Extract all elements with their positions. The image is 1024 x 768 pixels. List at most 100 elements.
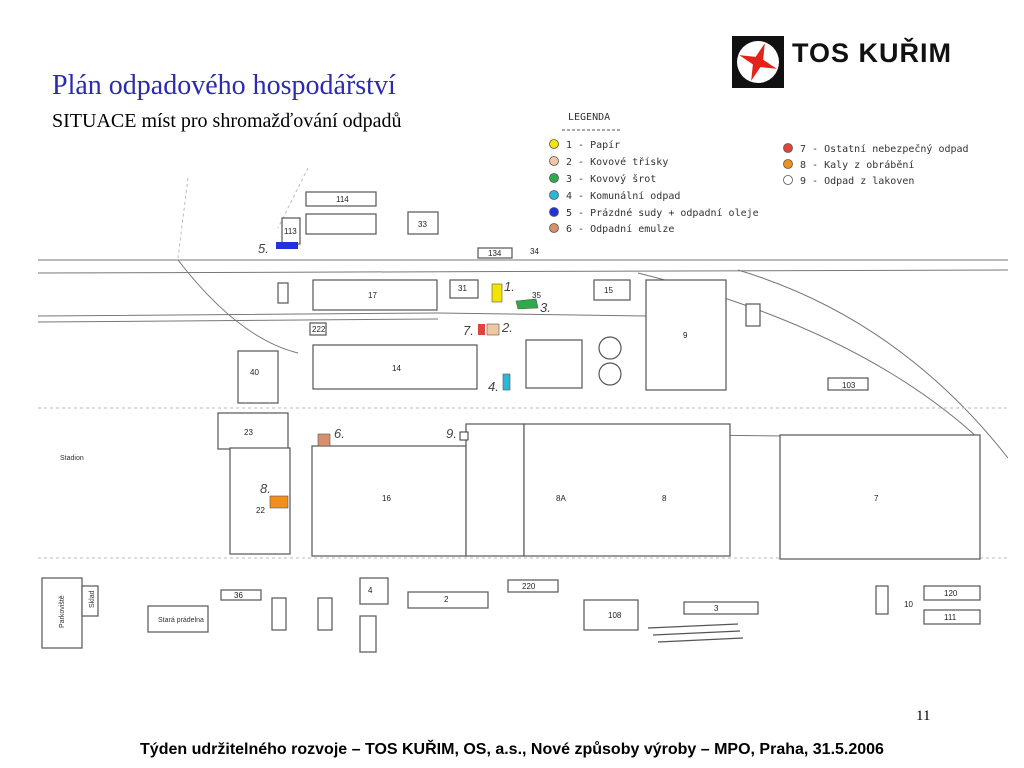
logo-text: TOS KUŘIM	[792, 38, 953, 68]
num-15: 15	[604, 286, 613, 295]
legend-swatch-7	[783, 143, 793, 153]
num-16: 16	[382, 494, 391, 503]
marker-7-label: 7.	[463, 323, 474, 338]
building-8	[523, 423, 731, 557]
legend-swatch-2	[549, 156, 559, 166]
num-5: 3	[714, 604, 719, 613]
building-108	[507, 579, 559, 593]
num-222: 222	[312, 325, 326, 334]
legend-item-8: 8 - Kaly z obrábění	[800, 159, 914, 171]
legend-swatch-6	[549, 223, 559, 233]
num-33: 33	[418, 220, 427, 229]
building-tower	[277, 282, 289, 304]
building-14	[312, 344, 478, 390]
company-logo: TOS KUŘIM	[732, 36, 990, 88]
num-35: 35	[532, 291, 541, 300]
num-8: 8	[662, 494, 667, 503]
building-15	[593, 279, 631, 301]
num-36: 4	[368, 586, 373, 595]
num-120: 10	[904, 600, 913, 609]
num-22: 22	[256, 506, 265, 515]
num-111: 120	[944, 589, 958, 598]
legend-item-4: 4 - Komunální odpad	[566, 190, 680, 202]
legend-item-1: 1 - Papír	[566, 139, 620, 151]
building-3	[407, 591, 489, 609]
building-134	[477, 247, 513, 259]
waste-markers: 5. 1. 3. 7. 2. 4. 6. 9. 8.	[258, 241, 551, 509]
slide-subtitle: SITUACE míst pro shromažďování odpadů	[52, 110, 402, 132]
building-118	[923, 609, 981, 625]
building-small-b	[317, 597, 333, 631]
legend-item-6: 6 - Odpadní emulze	[566, 223, 674, 235]
num-31: 31	[458, 284, 467, 293]
parking-lines	[647, 623, 744, 643]
logo-star-icon	[737, 41, 779, 83]
marker-3-scrap	[515, 298, 539, 310]
sklad-label: Sklad	[89, 590, 96, 608]
num-108: 220	[522, 582, 536, 591]
building-5	[683, 601, 759, 615]
building-114	[305, 191, 377, 207]
logo-mark	[732, 36, 784, 88]
building-220	[220, 589, 262, 601]
legend-item-2: 2 - Kovové třísky	[566, 156, 668, 168]
legend-item-5: 5 - Prázdné sudy + odpadní oleje	[566, 207, 759, 219]
building-36	[359, 577, 389, 605]
building-17	[312, 279, 438, 311]
building-10	[583, 599, 639, 631]
legend-item-3: 3 - Kovový šrot	[566, 173, 656, 185]
building-31	[449, 279, 479, 299]
site-map: 114 113 33 134 34 17 31 35 15 9 103 222 …	[38, 108, 1008, 653]
marker-8-sludge	[269, 495, 289, 509]
building-33	[407, 211, 439, 235]
building-222	[309, 322, 327, 336]
marker-6-label: 6.	[334, 426, 345, 441]
num-113: 113	[284, 227, 297, 236]
marker-2-shavings	[486, 323, 500, 336]
building-small-c	[359, 615, 377, 653]
legend-swatch-4	[549, 190, 559, 200]
marker-9-paint	[459, 431, 469, 441]
num-23: 23	[244, 428, 253, 437]
marker-3-label: 3.	[540, 300, 551, 315]
marker-9-label: 9.	[446, 426, 457, 441]
legend-swatch-9	[783, 175, 793, 185]
building-114b	[305, 213, 377, 235]
marker-1-label: 1.	[504, 279, 515, 294]
building-7	[779, 434, 981, 560]
legend-background-2	[774, 138, 994, 194]
num-17: 17	[368, 291, 377, 300]
building-103	[827, 377, 869, 391]
page-number: 11	[916, 708, 931, 724]
legend-swatch-3	[549, 173, 559, 183]
buildings	[41, 191, 981, 653]
num-118: 111	[944, 613, 957, 622]
parking-label: Parkoviště	[59, 595, 66, 628]
num-40: 40	[250, 368, 259, 377]
building-left-label: Stará prádelna	[158, 617, 204, 624]
legend-title: LEGENDA	[568, 112, 610, 123]
marker-8-label: 8.	[260, 481, 271, 496]
marker-7-hazardous	[478, 324, 485, 335]
legend: LEGENDA 1 - Papír 2 - Kovové třísky 3 - …	[518, 108, 994, 238]
building-23	[217, 412, 289, 450]
legend-item-9: 9 - Odpad z lakoven	[800, 176, 914, 187]
legend-swatch-1	[549, 139, 559, 149]
legend-background	[518, 108, 808, 238]
building-small-a	[271, 597, 287, 631]
marker-6-emulsion	[317, 433, 331, 447]
marker-2-label: 2.	[501, 320, 513, 335]
legend-swatch-5	[549, 207, 559, 217]
marker-4-label: 4.	[488, 379, 499, 394]
marker-1-paper	[491, 283, 503, 303]
stadion-label: Stadion	[60, 455, 84, 462]
legend-swatch-8	[783, 159, 793, 169]
marker-4-municipal	[502, 373, 511, 391]
num-34: 34	[530, 247, 539, 256]
num-9: 9	[683, 331, 688, 340]
num-103: 103	[842, 381, 856, 390]
num-220: 36	[234, 591, 243, 600]
tank-1	[598, 336, 622, 360]
num-134: 134	[488, 249, 502, 258]
building-8a	[465, 423, 525, 557]
